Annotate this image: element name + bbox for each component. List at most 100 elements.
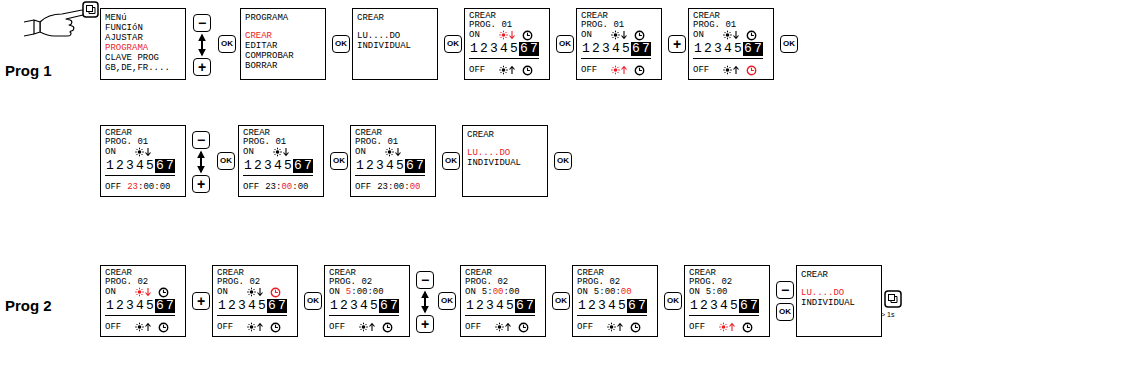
weekday-digit: 3 bbox=[125, 159, 135, 173]
weekday-digit: 1 bbox=[105, 159, 115, 173]
weekday-digit: 4 bbox=[135, 159, 145, 173]
button-key: OK bbox=[330, 152, 348, 170]
screen-text: 00 bbox=[621, 287, 632, 297]
weekday-digit: 4 bbox=[499, 42, 509, 56]
screen-text: CREAR bbox=[467, 130, 521, 140]
lcd-screen: CREARPROG. 02ONOFF1234567 bbox=[100, 265, 186, 337]
screen-text: : bbox=[367, 287, 372, 297]
weekday-underline bbox=[465, 315, 535, 316]
weekday-digit: 5 bbox=[505, 299, 515, 313]
screen-text: CREAR bbox=[801, 270, 855, 280]
weekday-underline bbox=[577, 315, 647, 316]
screen-text: OFF bbox=[105, 322, 121, 332]
screen-header: CREARPROG. 02 bbox=[105, 269, 148, 287]
screen-text: OFF bbox=[689, 322, 705, 332]
screen-text: INDIVIDUAL bbox=[467, 158, 521, 168]
screen-text: : bbox=[615, 287, 620, 297]
weekday-digit: 6 bbox=[515, 299, 525, 313]
weekday-row: 1234567 bbox=[105, 299, 175, 313]
screen-text: INDIVIDUAL bbox=[801, 298, 855, 308]
screen-text: CLAVE PROG bbox=[105, 53, 170, 63]
sun-symbol bbox=[135, 322, 152, 332]
screen-text: ON bbox=[105, 147, 116, 157]
screen-text: ON bbox=[465, 287, 476, 297]
weekday-digit: 3 bbox=[375, 159, 385, 173]
weekday-digit: 1 bbox=[355, 159, 365, 173]
button-label: OK bbox=[333, 157, 345, 165]
button-label: OK bbox=[221, 40, 233, 48]
screen-text: OFF bbox=[577, 322, 593, 332]
weekday-digit: 2 bbox=[253, 159, 263, 173]
screen-text: 00 bbox=[493, 287, 504, 297]
lcd-screen: CREARLU....DOINDIVIDUAL bbox=[352, 8, 438, 80]
screen-text: ON bbox=[693, 30, 704, 40]
weekday-digit: 7 bbox=[165, 299, 175, 313]
lcd-screen: CREARPROG. 02ONOFF1234567 bbox=[212, 265, 298, 337]
clock-symbol bbox=[270, 322, 281, 333]
sun-symbol bbox=[135, 147, 152, 157]
weekday-digit: 4 bbox=[723, 42, 733, 56]
screen-text: PROG. 01 bbox=[105, 138, 148, 147]
button-key: OK bbox=[332, 35, 350, 53]
weekday-digit: 2 bbox=[339, 299, 349, 313]
scroll-arrow bbox=[201, 35, 203, 55]
clock-symbol bbox=[746, 65, 757, 76]
screen-text: : bbox=[351, 287, 356, 297]
weekday-digit: 5 bbox=[257, 299, 267, 313]
lcd-screen: CREARPROG. 01ONOFF23:00:001234567 bbox=[100, 125, 186, 197]
clock-symbol bbox=[634, 65, 645, 76]
weekday-digit: 5 bbox=[621, 42, 631, 56]
weekday-digit: 3 bbox=[601, 42, 611, 56]
sun-symbol bbox=[385, 147, 402, 157]
screen-header: CREARPROG. 01 bbox=[355, 129, 398, 147]
weekday-digit: 5 bbox=[369, 299, 379, 313]
weekday-row: 1234567 bbox=[217, 299, 287, 313]
weekday-digit: 1 bbox=[469, 42, 479, 56]
button-label: OK bbox=[783, 40, 795, 48]
screen-text: : bbox=[292, 182, 297, 192]
screen-text: 00 bbox=[717, 287, 728, 297]
screen-text: PROG. 01 bbox=[355, 138, 398, 147]
weekday-digit: 7 bbox=[165, 159, 175, 173]
clock-symbol bbox=[158, 287, 169, 298]
screen-row: ON bbox=[217, 288, 234, 297]
screen-text: CREAR bbox=[357, 13, 411, 23]
weekday-digit: 4 bbox=[607, 299, 617, 313]
weekday-digit: 6 bbox=[631, 42, 641, 56]
screen-text: CREAR bbox=[245, 31, 294, 41]
button-label: + bbox=[673, 37, 681, 51]
weekday-digit: 5 bbox=[283, 159, 293, 173]
screen-text: 00 bbox=[160, 182, 171, 192]
screen-row: OFF bbox=[689, 323, 711, 332]
button-label: OK bbox=[335, 40, 347, 48]
sun-symbol bbox=[719, 322, 736, 332]
weekday-underline bbox=[469, 58, 539, 59]
weekday-digit: 4 bbox=[359, 299, 369, 313]
button-label: OK bbox=[447, 40, 459, 48]
screen-text: CREAR bbox=[105, 269, 148, 278]
clock-symbol bbox=[746, 30, 757, 41]
weekday-digit: 7 bbox=[749, 299, 759, 313]
menu-key bbox=[885, 291, 901, 307]
clock-symbol bbox=[158, 322, 169, 333]
button-label: OK bbox=[559, 40, 571, 48]
screen-text: FUNCIóN bbox=[105, 23, 170, 33]
screen-text: : bbox=[276, 182, 281, 192]
weekday-underline bbox=[243, 175, 313, 176]
button-label: OK bbox=[555, 297, 567, 305]
clock-symbol bbox=[270, 287, 281, 298]
weekday-digit: 1 bbox=[243, 159, 253, 173]
weekday-digit: 4 bbox=[495, 299, 505, 313]
screen-header: CREARPROG. 01 bbox=[581, 12, 624, 30]
weekday-row: 1234567 bbox=[581, 42, 651, 56]
lcd-screen: CREARPROG. 01ONOFF23:00:001234567 bbox=[350, 125, 436, 197]
weekday-digit: 6 bbox=[739, 299, 749, 313]
weekday-row: 1234567 bbox=[469, 42, 539, 56]
screen-text: : bbox=[154, 182, 159, 192]
screen-row: OFF bbox=[577, 323, 599, 332]
lcd-screen: CREARPROG. 01ONOFF1234567 bbox=[688, 8, 774, 80]
weekday-digit: 2 bbox=[479, 42, 489, 56]
screen-header: CREARPROG. 02 bbox=[689, 269, 732, 287]
weekday-digit: 3 bbox=[713, 42, 723, 56]
screen-text: : bbox=[404, 182, 409, 192]
